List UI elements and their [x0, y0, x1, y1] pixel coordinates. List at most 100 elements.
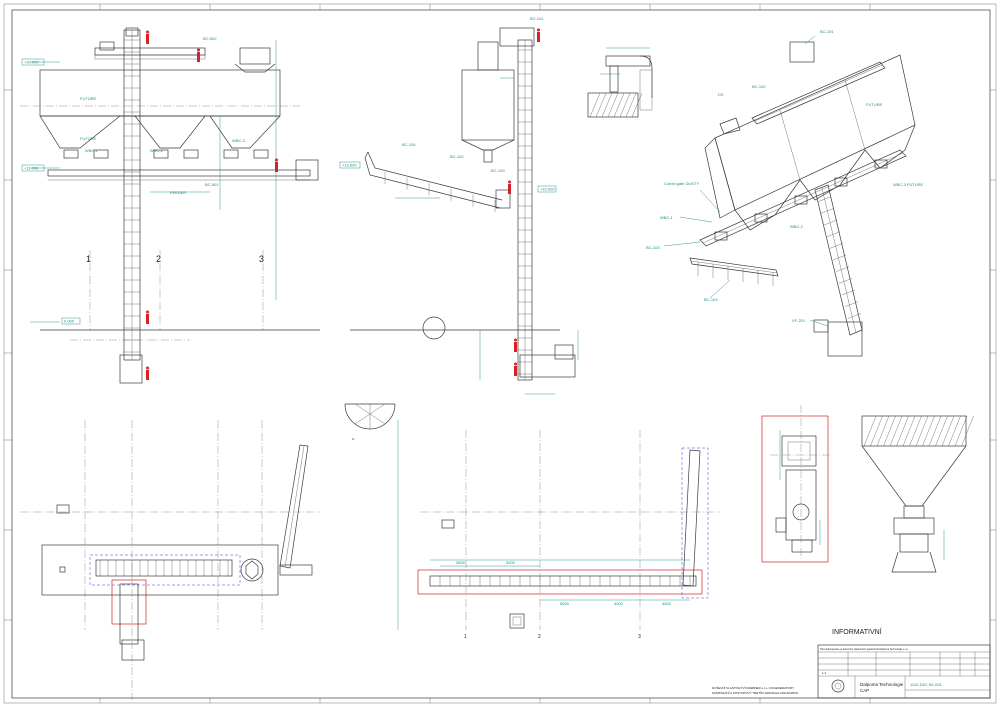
feeder-label-wbc1: WBC-1 — [85, 148, 99, 153]
drawing-line — [844, 301, 859, 307]
bottom-note-line2: KOMPLEXNÍ A POSTUPOVÝ TRETÍM 1000/DAAL D… — [712, 691, 799, 695]
section-mark: 3 — [259, 254, 264, 264]
drawing-line — [714, 231, 728, 241]
drawing-line — [823, 219, 838, 226]
feeder-label-wbc3: WBC-3 — [232, 138, 246, 143]
person-figures — [508, 28, 540, 376]
iso-label-bc104: BC-104 — [704, 297, 718, 302]
isometric-view: BC-101 BC-102 DS FUTURE Combi gate DUSTY… — [646, 29, 924, 357]
section-mark: 3 — [638, 634, 641, 640]
drawing-line — [838, 278, 853, 284]
drawing-line — [889, 415, 903, 447]
iso-label-bc103: BC-103 — [646, 245, 660, 250]
drawing-line — [935, 415, 948, 447]
drawing-line — [93, 149, 109, 159]
iso-label-wbc1: WBC-1 — [660, 215, 674, 220]
section-mark: 1 — [464, 634, 467, 640]
drawing-line — [922, 415, 935, 447]
plan-dim: 3600 — [456, 560, 466, 565]
silo-label-future: FUTURE — [80, 96, 97, 101]
silo-hoppers — [39, 115, 281, 149]
outer-frame — [3, 3, 997, 704]
conveyor-label-bc501: BC-501 — [205, 182, 219, 187]
drawing-line — [631, 92, 643, 118]
detail-view-top — [587, 47, 653, 118]
conveyor-label-bc102: BC-102 — [450, 154, 464, 159]
frame-zone-ticks — [4, 4, 996, 703]
drawing-line — [153, 149, 169, 159]
iso-label-combi-gate: Combi gate DUSTY — [664, 181, 699, 186]
front-elevation-view: +20.000 +11.000 0.000 FUTURE FUTURE WBC-… — [20, 27, 320, 384]
conveyor-label-bc502: BC-502 — [203, 36, 217, 41]
level-label: +10.000 — [540, 187, 555, 192]
section-mark: 1 — [86, 254, 91, 264]
person-figures — [146, 30, 278, 380]
plan-dim: 5000 — [560, 601, 570, 606]
bottom-note-line1: DUŠEVNÍ VLASTNICTVÍ KREBNER s.r.o. KOGEN… — [712, 685, 794, 690]
iso-label-future: FUTURE — [866, 102, 883, 107]
inner-frame — [11, 9, 991, 699]
drawing-line — [896, 415, 909, 447]
iso-label-bc102: BC-102 — [752, 84, 766, 89]
drawing-line — [794, 195, 808, 205]
title-block-note: Tato dokumentace je duševním vlastnictví… — [820, 648, 909, 651]
iso-label-wbc2: WBC-2 — [790, 224, 804, 229]
scale-value: 1:1 — [822, 671, 827, 675]
company-logo — [831, 679, 845, 693]
drawing-line — [847, 313, 862, 319]
iso-label-wbc3: WBC-3 FUTURE — [893, 182, 924, 187]
drawing-line — [223, 149, 239, 159]
drawing-line — [625, 92, 637, 118]
drawing-line — [63, 149, 79, 159]
iso-label-ds: DS — [718, 92, 724, 97]
drawing-line — [589, 92, 601, 118]
drawing-line — [619, 92, 631, 118]
drawing-line — [754, 213, 768, 223]
level-label: +20.000 — [24, 60, 39, 65]
conveyor-label-bc104: BC-104 — [402, 142, 416, 147]
drawing-line — [941, 415, 955, 447]
drawing-line — [834, 177, 848, 187]
drawing-line — [883, 415, 896, 447]
drawing-line — [915, 415, 929, 447]
informative-stamp: INFORMATIVNÍ — [832, 627, 882, 636]
conveyor-label-bc101: BC-101 — [530, 16, 544, 21]
plan-dim: 3000 — [506, 560, 516, 565]
drawing-line — [253, 149, 269, 159]
drawing-line — [829, 243, 844, 249]
drawing-line — [841, 289, 856, 296]
plan-view-left: ⌀ — [20, 403, 399, 700]
hopper-label-future: FUTURE — [80, 136, 97, 141]
drawing-line — [863, 415, 877, 447]
iso-label-bc101: BC-101 — [820, 29, 834, 34]
drawing-line — [613, 92, 625, 118]
feeder-label-wbc2: WBC-2 — [150, 148, 164, 153]
side-elevation-view: +13.500 +10.000 BC-101 BC-104 BC-102 BC-… — [339, 16, 579, 395]
drawing-line — [820, 208, 835, 214]
hopper-detail-view — [861, 415, 974, 573]
silo-body — [39, 69, 281, 117]
plan-dim: 4500 — [662, 601, 672, 606]
drawing-line — [928, 415, 942, 447]
drawing-line — [607, 92, 619, 118]
drawing-line — [954, 415, 968, 447]
drawing-line — [835, 266, 850, 272]
iso-label-vf201: VF-201 — [792, 318, 806, 323]
company-name: Dalpoma Technologie — [860, 682, 904, 687]
title-block: INFORMATIVNÍ Tato dokumentace je duševní… — [712, 627, 991, 699]
drawing-line — [601, 92, 613, 118]
drawing-number: 1110-DAT-SK-001 — [910, 682, 943, 687]
company-name-line2: CAP — [860, 688, 869, 693]
level-label: +13.500 — [342, 163, 357, 168]
feeder-label: FEEDER — [170, 190, 186, 195]
drawing-line — [832, 254, 847, 261]
drawing-line — [948, 415, 961, 447]
detail-label: ⌀ — [352, 436, 355, 441]
conveyor-label-bc103: BC-103 — [491, 168, 505, 173]
drawing-line — [817, 196, 832, 202]
section-mark: 2 — [538, 634, 541, 640]
feeder-detail-view — [761, 405, 830, 563]
drawing-line — [826, 231, 841, 237]
drawing-line — [870, 415, 883, 447]
